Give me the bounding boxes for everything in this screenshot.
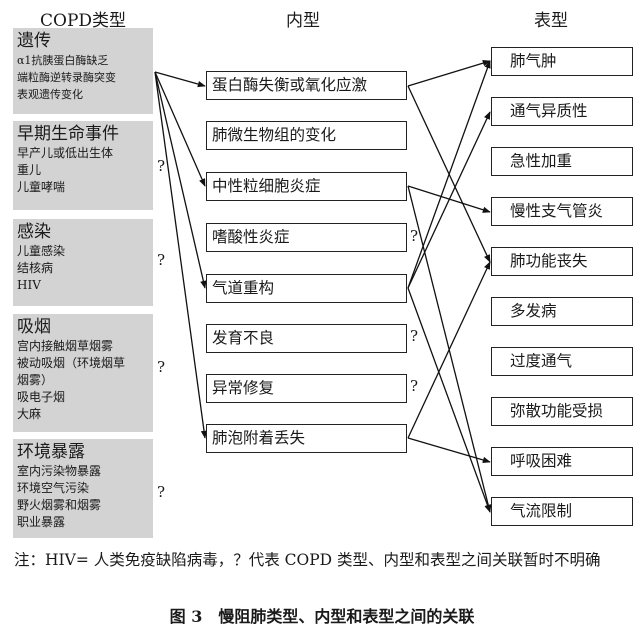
phenotype-box: 气流限制 bbox=[491, 497, 633, 526]
type-item: 宫内接触烟草烟雾 bbox=[17, 339, 114, 353]
type-item: 被动吸烟（环境烟草 bbox=[17, 356, 126, 370]
type-title: 吸烟 bbox=[17, 317, 51, 337]
link-protease-emphysema bbox=[407, 60, 491, 87]
endotype-box: 蛋白酶失衡或氧化应激 bbox=[206, 71, 407, 100]
type-item: HIV bbox=[17, 278, 41, 292]
unknown-mark: ? bbox=[157, 483, 166, 501]
phenotype-box: 多发病 bbox=[491, 297, 633, 326]
type-title: 遗传 bbox=[17, 31, 51, 51]
type-early-life: 早期生命事件 早产儿或低出生体 重儿 儿童哮喘 bbox=[13, 121, 153, 210]
type-item: 表观遗传变化 bbox=[17, 88, 83, 101]
link-remodeling-ventilation bbox=[407, 111, 491, 289]
type-genetics: 遗传 α1抗胰蛋白酶缺乏 端粒酶逆转录酶突变 表观遗传变化 bbox=[13, 28, 153, 114]
phenotype-box: 呼吸困难 bbox=[491, 447, 633, 476]
unknown-mark: ? bbox=[410, 227, 419, 245]
endotype-box: 发育不良 bbox=[206, 324, 407, 353]
unknown-mark: ? bbox=[157, 157, 166, 175]
footnote: 注：HIV= 人类免疫缺陷病毒，？代表 COPD 类型、内型和表型之间关联暂时不… bbox=[14, 551, 601, 569]
link-genetics-remodeling bbox=[154, 71, 207, 289]
header-copd-types: COPD类型 bbox=[40, 11, 127, 31]
phenotype-box: 弥散功能受损 bbox=[491, 397, 633, 426]
link-alveolar-lungfunction bbox=[407, 261, 491, 439]
endotype-box: 肺微生物组的变化 bbox=[206, 121, 407, 150]
type-item: 重儿 bbox=[17, 163, 42, 177]
type-item: 职业暴露 bbox=[17, 515, 66, 529]
phenotype-box: 慢性支气管炎 bbox=[491, 197, 633, 226]
type-item: 端粒酶逆转录酶突变 bbox=[17, 71, 116, 84]
phenotype-box: 急性加重 bbox=[491, 147, 633, 176]
type-title: 早期生命事件 bbox=[17, 124, 119, 144]
link-alveolar-dyspnea bbox=[407, 437, 491, 464]
endotype-box: 中性粒细胞炎症 bbox=[206, 172, 407, 201]
type-smoking: 吸烟 宫内接触烟草烟雾 被动吸烟（环境烟草 烟雾） 吸电子烟 大麻 bbox=[13, 314, 153, 432]
unknown-mark: ? bbox=[410, 327, 419, 345]
type-item: 环境空气污染 bbox=[17, 481, 90, 495]
link-remodeling-emphysema bbox=[407, 60, 491, 289]
phenotype-box: 过度通气 bbox=[491, 347, 633, 376]
phenotype-box: 通气异质性 bbox=[491, 97, 633, 126]
type-item: 室内污染物暴露 bbox=[17, 464, 102, 478]
type-item: 儿童哮喘 bbox=[17, 180, 66, 194]
link-genetics-neutrophil bbox=[154, 71, 206, 187]
unknown-mark: ? bbox=[410, 377, 419, 395]
type-title: 环境暴露 bbox=[17, 442, 85, 462]
type-item: 大麻 bbox=[17, 407, 42, 421]
type-infection: 感染 儿童感染 结核病 HIV bbox=[13, 219, 153, 306]
type-title: 感染 bbox=[17, 222, 51, 242]
header-endotypes: 内型 bbox=[286, 11, 320, 31]
endotype-box: 肺泡附着丢失 bbox=[206, 424, 407, 453]
type-item: 烟雾） bbox=[17, 373, 54, 387]
link-genetics-alveolar bbox=[154, 71, 208, 439]
type-item: 野火烟雾和烟雾 bbox=[17, 498, 102, 512]
phenotype-box: 肺气肿 bbox=[491, 47, 633, 76]
endotype-box: 气道重构 bbox=[206, 274, 407, 303]
phenotype-box: 肺功能丧失 bbox=[491, 247, 633, 276]
unknown-mark: ? bbox=[157, 358, 166, 376]
header-phenotypes: 表型 bbox=[534, 11, 568, 31]
endotype-box: 嗜酸性炎症 bbox=[206, 223, 407, 252]
type-item: 吸电子烟 bbox=[17, 390, 66, 404]
type-environment: 环境暴露 室内污染物暴露 环境空气污染 野火烟雾和烟雾 职业暴露 bbox=[13, 439, 153, 538]
unknown-mark: ? bbox=[157, 251, 166, 269]
type-item: 早产儿或低出生体 bbox=[17, 146, 114, 160]
type-item: α1抗胰蛋白酶缺乏 bbox=[17, 54, 109, 67]
link-remodeling-airflow bbox=[407, 287, 491, 513]
type-item: 结核病 bbox=[17, 261, 54, 275]
type-item: 儿童感染 bbox=[17, 244, 66, 258]
figure-caption: 图 3 慢阻肺类型、内型和表型之间的关联 bbox=[169, 607, 475, 626]
link-genetics-protease bbox=[154, 71, 206, 88]
endotype-box: 异常修复 bbox=[206, 374, 407, 403]
